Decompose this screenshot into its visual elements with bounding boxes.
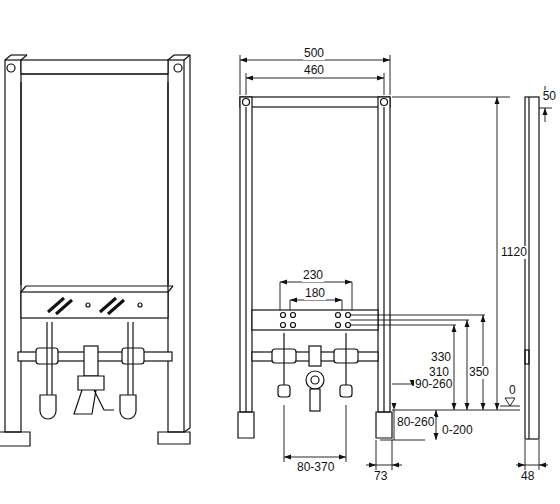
- dimension-label: 90-260: [414, 378, 453, 391]
- side-view: [525, 97, 539, 439]
- dimension-label: 1120: [500, 246, 528, 259]
- dimension-label: 80-370: [296, 461, 335, 474]
- front-frame: [238, 97, 392, 438]
- dimension-label: 80-260: [396, 416, 435, 429]
- dimension-lines: [240, 55, 552, 470]
- dimension-label: 460: [303, 64, 325, 77]
- dimension-label: 50: [542, 90, 557, 103]
- dimension-label: 0: [508, 384, 517, 397]
- dimension-label: 330: [430, 351, 452, 364]
- perspective-frame: [0, 55, 190, 446]
- dimension-label: 230: [302, 269, 324, 282]
- dimension-label: 48: [520, 470, 535, 483]
- dimension-label: 500: [303, 47, 325, 60]
- dimension-label: 0-200: [441, 424, 474, 437]
- dimension-label: 73: [373, 470, 388, 483]
- dimension-label: 180: [304, 287, 326, 300]
- dimension-label: 350: [468, 366, 490, 379]
